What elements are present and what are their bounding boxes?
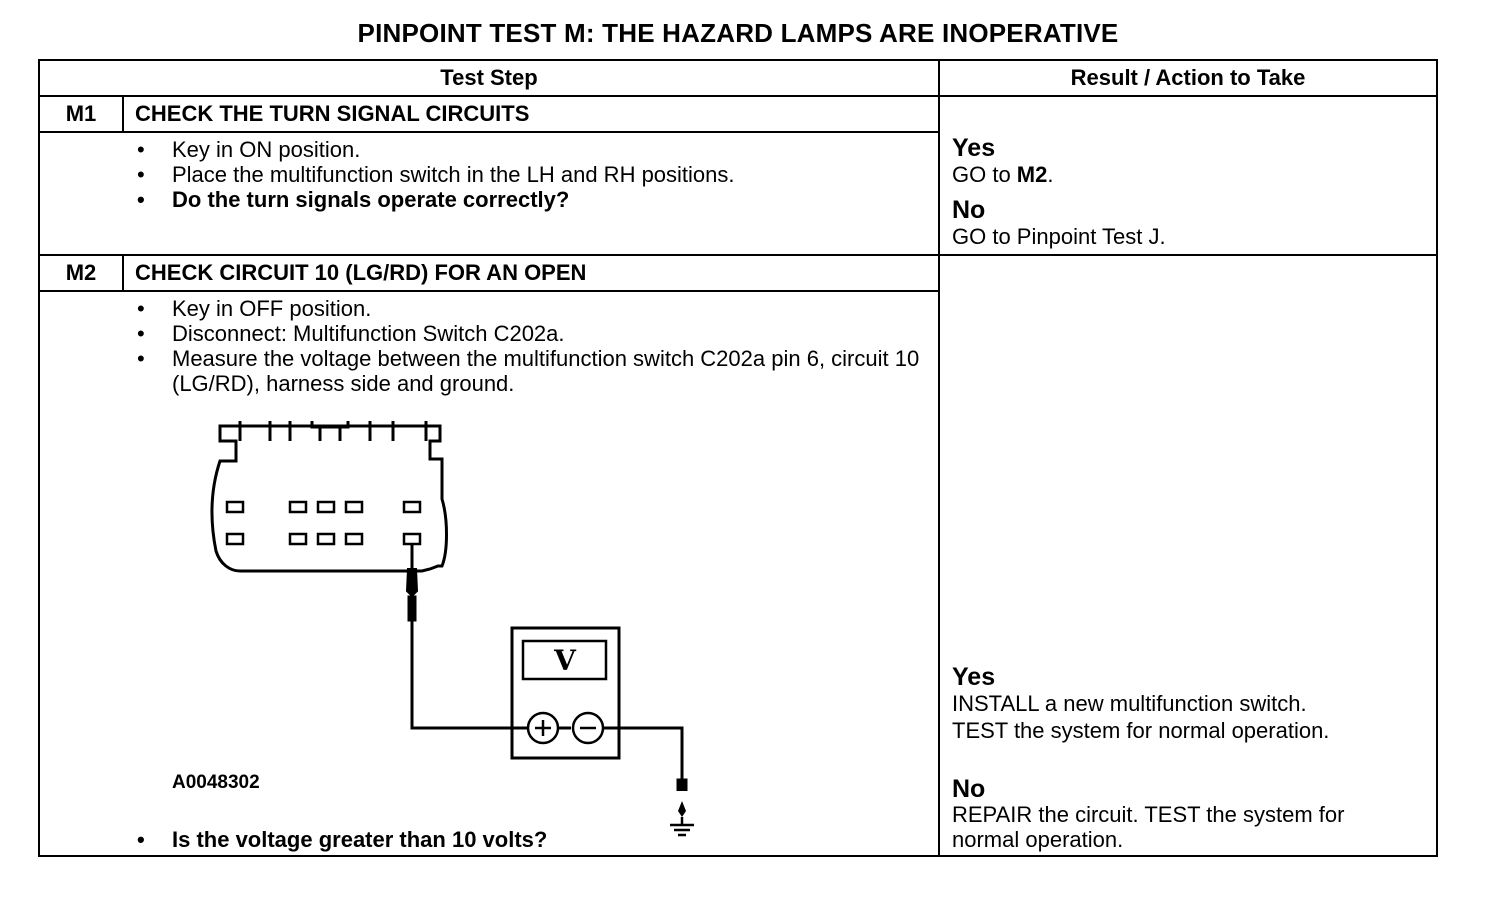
m2-no-action-1: REPAIR the circuit. TEST the system for (952, 802, 1345, 827)
m1-yes-suffix: . (1047, 162, 1054, 187)
column-divider (938, 61, 940, 855)
m2-instructions: Key in OFF position. Disconnect: Multifu… (135, 296, 925, 396)
negative-probe (676, 778, 688, 791)
pinpoint-test-table: Test Step Result / Action to Take M1 CHE… (38, 59, 1438, 857)
m2-bullet-2: Disconnect: Multifunction Switch C202a. (135, 321, 925, 346)
page-title: PINPOINT TEST M: THE HAZARD LAMPS ARE IN… (357, 18, 1119, 48)
m2-yes-action-2: TEST the system for normal operation. (952, 718, 1330, 743)
voltmeter-display (521, 639, 608, 681)
figure-id: A0048302 (172, 772, 260, 793)
m2-no-action-2: normal operation. (952, 827, 1124, 852)
m1-bullet-1: Key in ON position. (135, 137, 735, 162)
m1-title-divider (40, 131, 938, 133)
ground-symbol (670, 801, 694, 837)
m2-yes-action-1: INSTALL a new multifunction switch. (952, 691, 1307, 716)
m2-yes-label: Yes (952, 663, 996, 691)
m1-instructions: Key in ON position. Place the multifunct… (135, 137, 735, 212)
connector-housing (210, 424, 448, 573)
m1-yes-action: GO to M2. (952, 162, 1053, 188)
m2-step-id: M2 (65, 260, 97, 285)
connector-tab-left (238, 421, 272, 441)
m1-step-id: M1 (65, 101, 97, 126)
header-result: Result / Action to Take (1070, 65, 1306, 90)
connector-tab-right (391, 421, 428, 441)
m1-id-divider (122, 97, 124, 131)
m2-question: Is the voltage greater than 10 volts? (135, 827, 547, 852)
m2-no-label: No (952, 775, 986, 803)
m1-yes-step-ref: M2 (1016, 162, 1048, 187)
connector-latch (288, 421, 372, 441)
m1-step-title: CHECK THE TURN SIGNAL CIRCUITS (135, 101, 530, 126)
m2-bullet-3: Measure the voltage between the multifun… (135, 346, 925, 396)
header-divider (40, 95, 1436, 97)
m1-yes-prefix: GO to (952, 162, 1017, 187)
positive-lead (410, 621, 571, 730)
negative-lead (603, 726, 684, 779)
m2-bullet-1: Key in OFF position. (135, 296, 925, 321)
m2-title-divider (40, 290, 938, 292)
m1-m2-divider (40, 254, 1436, 256)
connector-latch-window (310, 421, 350, 429)
m2-question-list: Is the voltage greater than 10 volts? (135, 827, 547, 852)
voltmeter-display-label: V (553, 644, 577, 677)
m1-no-action: GO to Pinpoint Test J. (952, 224, 1166, 249)
m2-step-title: CHECK CIRCUIT 10 (LG/RD) FOR AN OPEN (135, 260, 587, 285)
connector-cavities (225, 500, 422, 546)
m2-id-divider (122, 256, 124, 290)
voltage-measurement-diagram: V (210, 421, 688, 791)
positive-probe (405, 544, 419, 622)
m1-yes-label: Yes (952, 134, 996, 162)
m1-no-label: No (952, 196, 986, 224)
m1-bullet-2: Place the multifunction switch in the LH… (135, 162, 735, 187)
m1-question: Do the turn signals operate correctly? (135, 187, 735, 212)
voltmeter: V (510, 626, 621, 760)
header-test-step: Test Step (440, 65, 538, 90)
